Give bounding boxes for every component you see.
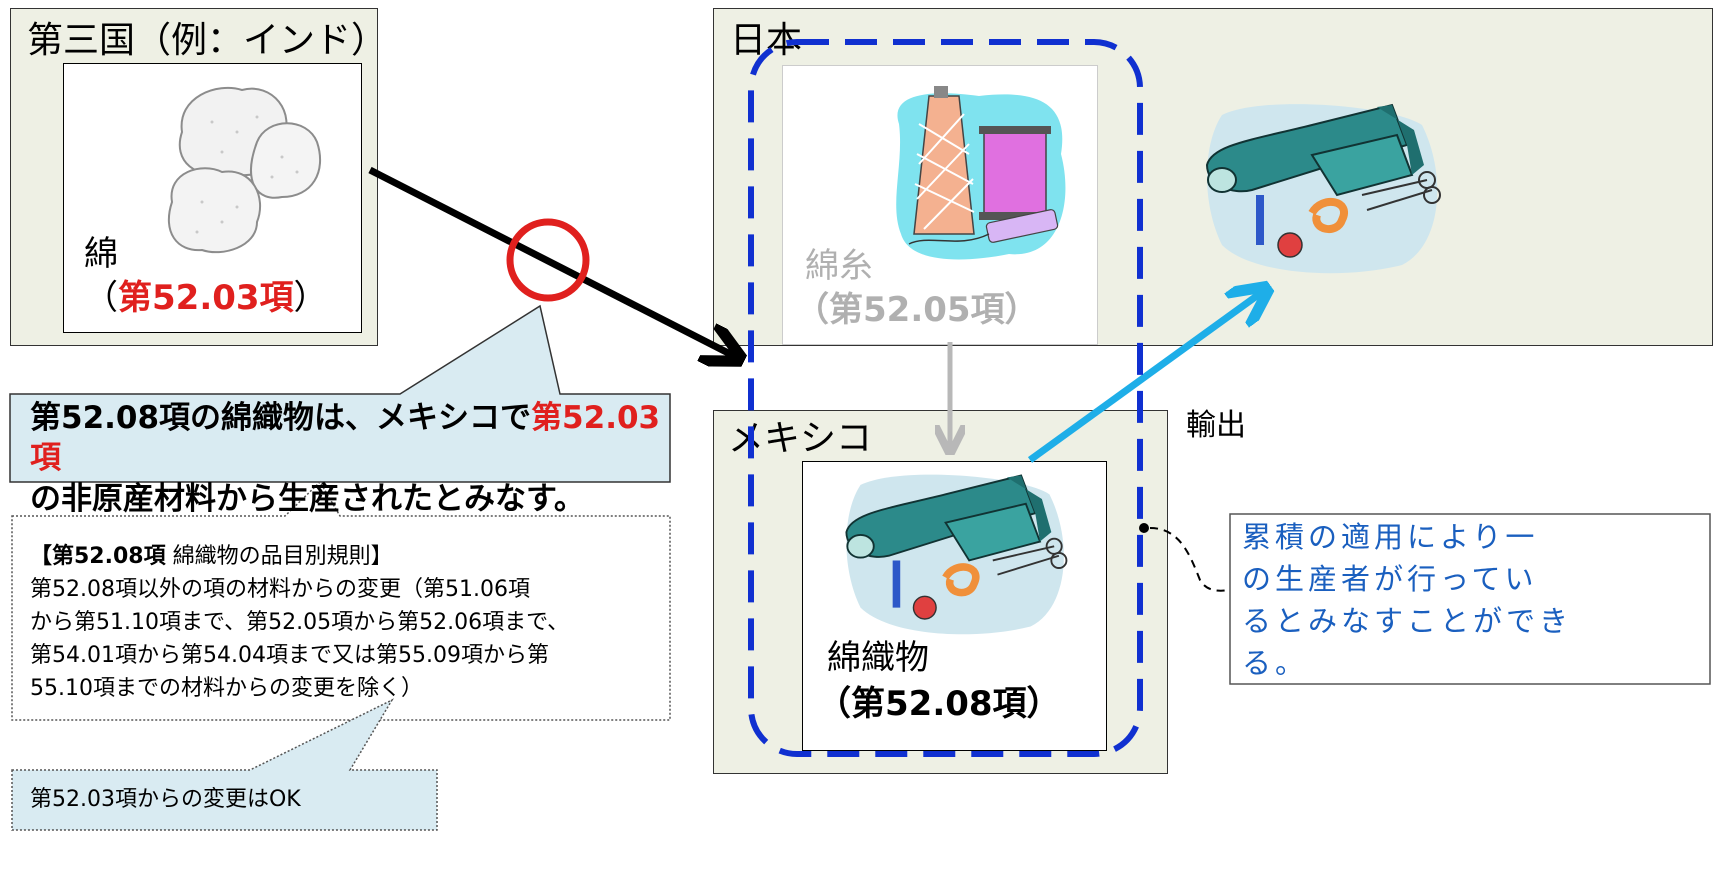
cumulation-note-text: 累積の適用により一 の生産者が行ってい るとみなすことができ る。	[1242, 520, 1573, 681]
rule-line: 55.10項までの材料からの変更を除く）	[30, 676, 423, 701]
fabric-product-icon	[1205, 103, 1441, 274]
cotton-label: 綿	[84, 234, 118, 274]
import-arrow	[368, 166, 738, 358]
third-country-title: 第三国（例：インド）	[27, 20, 388, 61]
cotton-heading: （第52.03項）	[84, 278, 328, 318]
cotton-yarn-label: 綿糸	[805, 246, 873, 286]
main-callout-shape	[9, 304, 671, 483]
rule-box-text: 【第52.08項 綿織物の品目別規則】 第52.08項以外の項の材料からの変更（…	[30, 540, 670, 705]
ok-note-text: 第52.03項からの変更はOK	[30, 787, 301, 812]
main-callout-highlight: 第52.03項	[30, 400, 661, 477]
thread-spools-icon	[896, 86, 1066, 260]
cotton-heading-code: 第52.03項	[118, 278, 294, 318]
main-callout-text: 第52.08項の綿織物は、メキシコで第52.03項 の非原産材料から生産されたと…	[30, 400, 661, 517]
cumulation-note-shape	[1229, 513, 1711, 685]
rule-box-title: 【第52.08項 綿織物の品目別規則】	[30, 544, 393, 569]
cotton-yarn-box: 綿糸 （第52.05項）	[782, 65, 1098, 345]
export-arrow	[1027, 290, 1265, 463]
rule-box-shape	[11, 480, 671, 721]
third-country-region: 第三国（例：インド） 綿 （第52.03項）	[10, 8, 388, 346]
cotton-fabric-label: 綿織物	[827, 638, 929, 678]
mexico-region: メキシコ 綿織物 （第52.08項）	[713, 410, 1168, 774]
cotton-fabric-box: 綿織物 （第52.08項）	[802, 461, 1107, 751]
export-label: 輸出	[1186, 408, 1246, 443]
cotton-yarn-heading: （第52.05項）	[795, 290, 1039, 330]
cotton-balls-icon	[167, 86, 322, 254]
cotton-fabric-heading: （第52.08項）	[817, 684, 1061, 724]
rule-line: から第51.10項まで、第52.05項から第52.06項まで、	[30, 610, 570, 635]
ok-note-shape	[11, 698, 438, 831]
rule-line: 第52.08項以外の項の材料からの変更（第51.06項	[30, 577, 530, 602]
japan-region: 日本 綿糸 （第52.05項）	[713, 8, 1713, 346]
rule-line: 第54.01項から第54.04項まで又は第55.09項から第	[30, 643, 549, 668]
cotton-material-box: 綿 （第52.03項）	[63, 63, 362, 333]
ok-circle-icon	[506, 218, 590, 302]
cumulation-boundary	[748, 39, 1143, 757]
note-connector	[1149, 527, 1231, 592]
fabric-product-icon	[845, 474, 1068, 635]
connector-dot	[1139, 523, 1149, 533]
